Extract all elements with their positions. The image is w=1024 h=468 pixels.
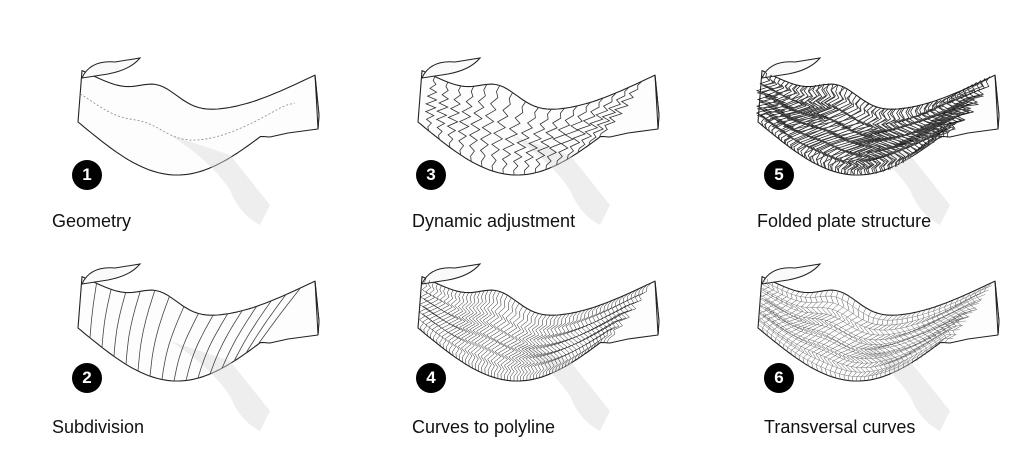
step-number-badge: 4 (416, 363, 446, 393)
surface-lines (79, 93, 295, 141)
step-number-badge: 6 (764, 363, 794, 393)
surface-lines (418, 278, 652, 381)
step-label: Geometry (52, 211, 132, 231)
step-number-badge: 2 (72, 363, 102, 393)
shell-surface (757, 263, 1000, 431)
shell-surface (77, 57, 320, 225)
shape-geometry (77, 57, 320, 225)
step-panel-4: 4 Curves to polyline (400, 246, 700, 466)
shape-curves-to-polyline (417, 263, 660, 431)
step-label: Folded plate structure (757, 211, 932, 231)
shell-surface (77, 263, 320, 431)
surface-lines (89, 283, 301, 382)
step-panel-6: 6 Transversal curves (740, 246, 1024, 466)
surface-lines (424, 76, 643, 176)
shell-surface (757, 57, 1000, 225)
step-number-badge: 3 (416, 160, 446, 190)
step-label: Transversal curves (764, 417, 916, 437)
step-label: Subdivision (52, 417, 145, 437)
shell-surface (417, 57, 660, 225)
shape-folded-plate (755, 57, 1000, 225)
step-panel-1: 1 Geometry (52, 40, 360, 260)
step-panel-2: 2 Subdivision (52, 246, 360, 466)
surface-lines (758, 279, 992, 382)
step-label: Dynamic adjustment (412, 211, 576, 231)
shape-dynamic-adjustment (417, 57, 660, 225)
step-number-badge: 5 (764, 160, 794, 190)
surface-lines (755, 72, 990, 176)
step-panel-3: 3 Dynamic adjustment (400, 40, 700, 260)
step-label: Curves to polyline (412, 417, 556, 437)
step-number-badge: 1 (72, 160, 102, 190)
shape-subdivision (77, 263, 320, 431)
shape-transversal-curves (757, 263, 1000, 431)
step-panel-5: 5 Folded plate structure (740, 40, 1024, 260)
